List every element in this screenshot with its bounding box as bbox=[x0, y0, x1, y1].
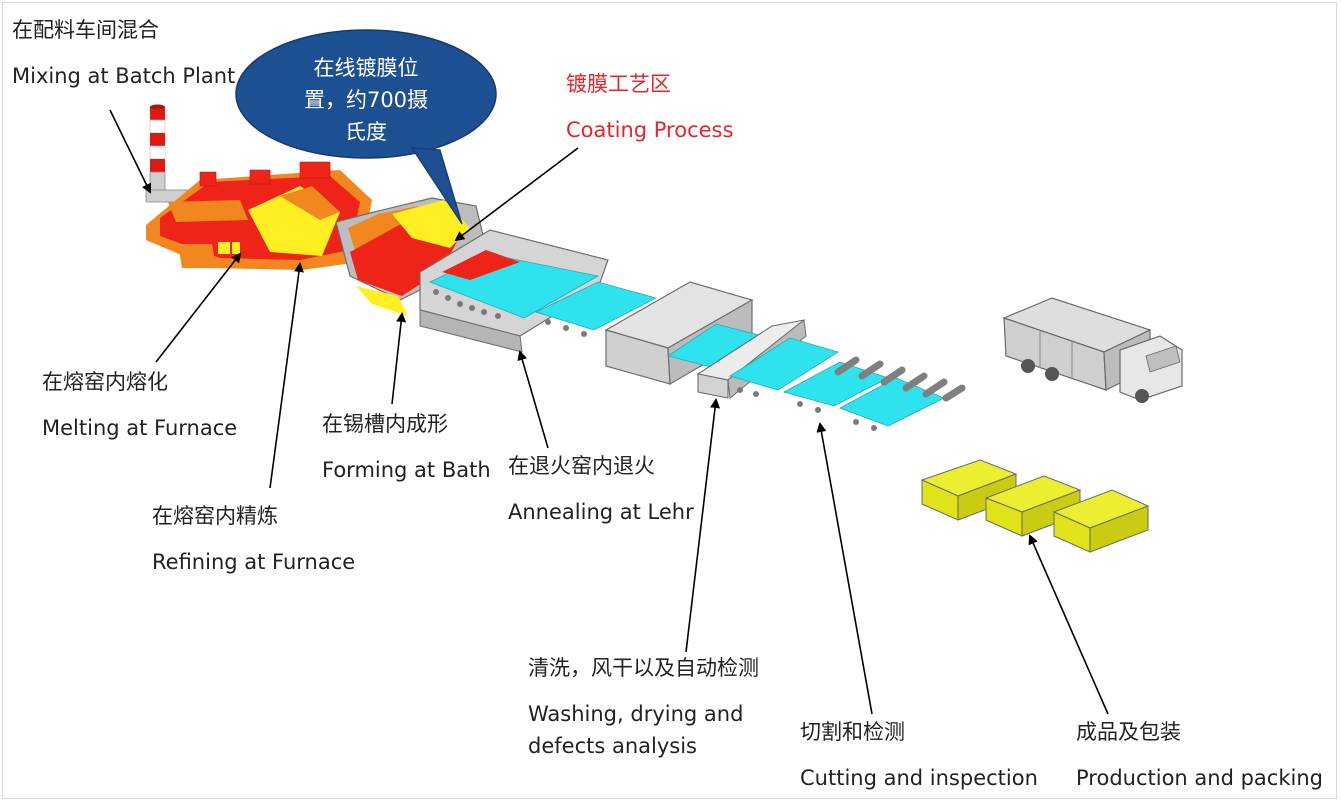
arrow-coating bbox=[454, 147, 579, 242]
callout-text: 在线镀膜位 置，约700摄 氏度 bbox=[262, 52, 470, 148]
label-cutting-en: Cutting and inspection bbox=[800, 766, 1038, 790]
label-annealing-cn: 在退火窑内退火 bbox=[508, 454, 655, 478]
furnace-icon bbox=[146, 161, 372, 270]
label-forming-cn: 在锡槽内成形 bbox=[322, 412, 448, 436]
arrow-refining bbox=[269, 262, 304, 489]
label-refining-cn: 在熔窑内精炼 bbox=[152, 504, 278, 528]
washing-unit-icon bbox=[604, 281, 771, 386]
label-refining-en: Refining at Furnace bbox=[152, 550, 356, 574]
label-melting-cn: 在熔窑内熔化 bbox=[42, 370, 168, 394]
callout-line-1: 在线镀膜位 bbox=[313, 56, 419, 80]
arrow-cutting bbox=[816, 422, 873, 715]
callout-line-3: 氏度 bbox=[345, 120, 387, 144]
label-cutting-cn: 切割和检测 bbox=[800, 720, 905, 744]
label-packing-en: Production and packing bbox=[1076, 766, 1323, 790]
label-washing-en-2: defects analysis bbox=[528, 734, 697, 758]
chimney-icon bbox=[145, 104, 197, 203]
label-washing-en-1: Washing, drying and bbox=[528, 702, 744, 726]
coating-position-callout bbox=[235, 29, 497, 225]
label-coating-en: Coating Process bbox=[566, 118, 734, 142]
arrow-melting bbox=[155, 252, 242, 363]
label-melting-en: Melting at Furnace bbox=[42, 416, 238, 440]
arrow-forming bbox=[391, 312, 407, 405]
label-annealing-en: Annealing at Lehr bbox=[508, 500, 694, 524]
arrow-packing bbox=[1028, 534, 1109, 715]
label-mixing-cn: 在配料车间混合 bbox=[12, 18, 159, 42]
cutting-bridge-icon bbox=[696, 319, 966, 431]
packed-boxes-icon bbox=[920, 459, 1150, 553]
pointer-arrows bbox=[109, 109, 1109, 715]
label-coating-cn: 镀膜工艺区 bbox=[566, 72, 671, 96]
truck-icon bbox=[1002, 297, 1183, 403]
label-washing-cn: 清洗，风干以及自动检测 bbox=[528, 656, 759, 680]
arrow-washing bbox=[685, 398, 721, 653]
label-mixing-en: Mixing at Batch Plant bbox=[12, 64, 236, 88]
roller-table-icon bbox=[534, 281, 658, 337]
label-packing-cn: 成品及包装 bbox=[1076, 720, 1181, 744]
callout-line-2: 置，约700摄 bbox=[303, 88, 429, 112]
arrow-mixing bbox=[109, 109, 151, 194]
arrow-annealing bbox=[517, 350, 549, 449]
label-forming-en: Forming at Bath bbox=[322, 458, 491, 482]
